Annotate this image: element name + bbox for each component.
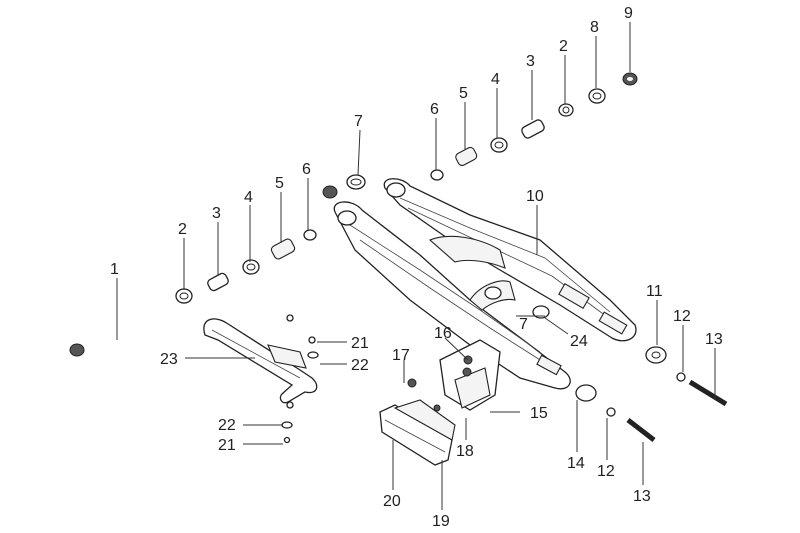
callout-2: 2: [178, 221, 187, 238]
callout-23: 23: [160, 351, 178, 368]
callout-7: 7: [519, 316, 528, 333]
callout-15: 15: [530, 405, 548, 422]
callout-4: 4: [244, 189, 253, 206]
swingarm: [333, 178, 637, 390]
callout-3: 3: [526, 53, 535, 70]
callout-7: 7: [354, 113, 363, 130]
callout-9: 9: [624, 5, 633, 22]
callout-22: 22: [218, 417, 236, 434]
callout-labels: 1 2 3 4 5 6 7 6 5 4 3 2 8 9 10 11 12 13 …: [110, 5, 723, 530]
callout-10: 10: [526, 188, 544, 205]
callout-17: 17: [392, 347, 410, 364]
leader-lines: [116, 22, 716, 510]
callout-20: 20: [383, 493, 401, 510]
callout-11: 11: [646, 283, 663, 300]
callout-16: 16: [434, 325, 452, 342]
callout-24: 24: [570, 333, 588, 350]
callout-3: 3: [212, 205, 221, 222]
callout-6: 6: [430, 101, 439, 118]
callout-14: 14: [567, 455, 585, 472]
callout-1: 1: [110, 261, 119, 278]
callout-4: 4: [491, 71, 500, 88]
rear-adjusters: [532, 305, 728, 442]
callout-12: 12: [673, 308, 691, 325]
chain-guide-block: [379, 339, 501, 466]
callout-5: 5: [275, 175, 284, 192]
callout-22: 22: [351, 357, 369, 374]
callout-21: 21: [218, 437, 236, 454]
callout-13: 13: [705, 331, 723, 348]
callout-19: 19: [432, 513, 450, 530]
pivot-shaft: [69, 211, 332, 357]
callout-2: 2: [559, 38, 568, 55]
callout-8: 8: [590, 19, 599, 36]
callout-18: 18: [456, 443, 474, 460]
callout-21: 21: [351, 335, 369, 352]
callout-12: 12: [597, 463, 615, 480]
callout-6: 6: [302, 161, 311, 178]
chain-guide: [203, 314, 319, 444]
callout-5: 5: [459, 85, 468, 102]
front-bushings: [175, 174, 366, 304]
callout-13: 13: [633, 488, 651, 505]
rear-bushings: [430, 72, 638, 181]
